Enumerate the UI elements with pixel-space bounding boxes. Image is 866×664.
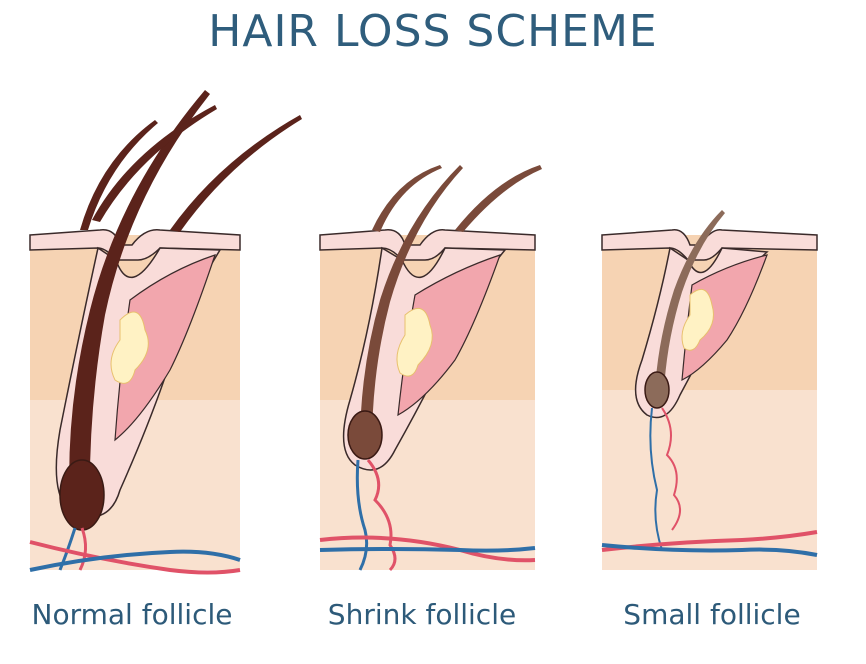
arrector-pili	[114, 254, 216, 442]
artery-branch	[366, 459, 397, 572]
caption-small-follicle: Small follicle	[623, 598, 801, 631]
epidermis	[319, 229, 536, 261]
caption-shrink-follicle: Shrink follicle	[327, 598, 517, 631]
hair-strand	[372, 165, 442, 232]
hair-strand	[80, 120, 158, 230]
artery	[29, 540, 241, 575]
panel-normal-follicle	[20, 70, 320, 600]
small-follicle-illustration	[601, 210, 818, 570]
vein	[601, 543, 818, 557]
caption-normal-follicle: Normal follicle	[31, 598, 233, 631]
hair-shaft	[655, 210, 725, 390]
panel-small-follicle	[592, 70, 866, 600]
hair-bulb	[347, 410, 383, 460]
vein-branch	[649, 407, 663, 551]
sebaceous-gland	[110, 311, 149, 384]
hair-bulb	[644, 371, 670, 409]
artery-branch	[661, 407, 681, 531]
artery-branch	[78, 527, 87, 571]
hair-bulb	[59, 459, 105, 531]
sebaceous-gland	[396, 307, 433, 377]
hair-strand	[170, 115, 302, 232]
panel-shrink-follicle	[310, 70, 610, 600]
vein	[29, 549, 241, 572]
hair-strand	[92, 105, 217, 222]
sebaceous-gland	[681, 288, 714, 351]
vein-branch	[355, 459, 369, 571]
hair-strand	[455, 165, 542, 232]
normal-follicle-illustration	[29, 90, 302, 575]
epidermis	[601, 229, 818, 261]
diagram-title: HAIR LOSS SCHEME	[208, 6, 658, 57]
vein	[319, 546, 536, 553]
shrink-follicle-illustration	[319, 165, 542, 572]
